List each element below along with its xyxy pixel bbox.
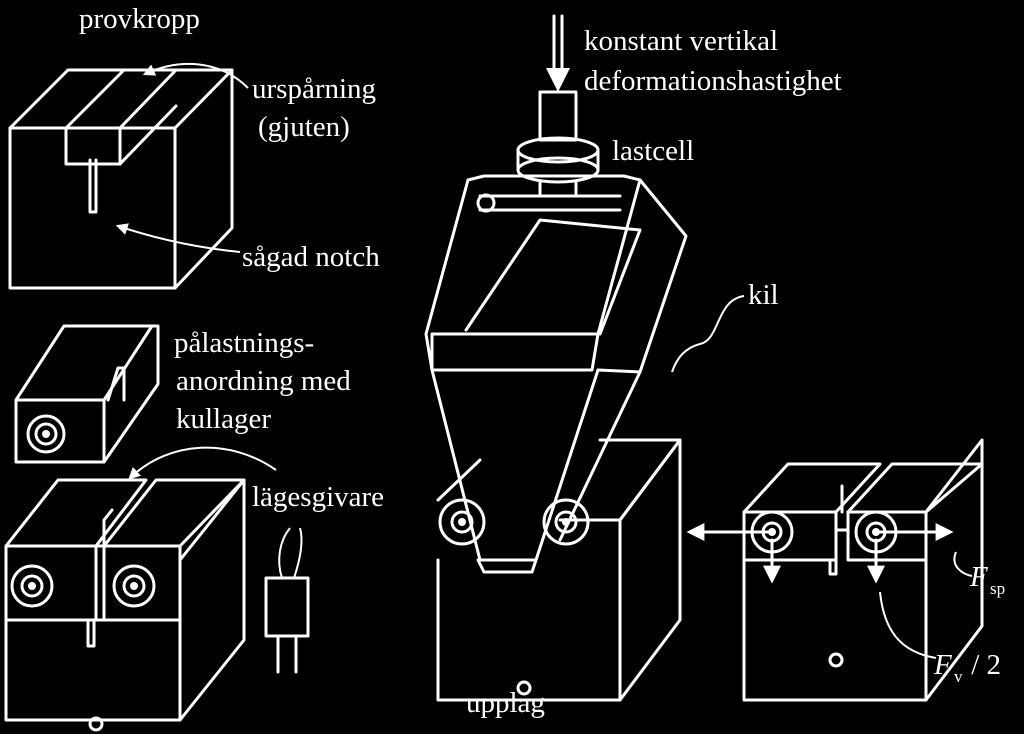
loading-device bbox=[14, 324, 160, 464]
label-fv-half: / 2 bbox=[964, 649, 1001, 681]
kil-pointer bbox=[671, 295, 745, 373]
support-block bbox=[436, 438, 682, 702]
label-fv: F bbox=[933, 649, 952, 681]
label-gjuten: (gjuten) bbox=[258, 111, 350, 143]
label-lagesgivare: lägesgivare bbox=[252, 481, 384, 513]
label-provkropp: provkropp bbox=[79, 3, 200, 35]
wedge bbox=[424, 174, 688, 574]
specimen-block bbox=[8, 68, 234, 290]
assembled-specimen bbox=[4, 478, 246, 732]
label-kullager: kullager bbox=[176, 403, 271, 435]
load-cell bbox=[516, 90, 600, 198]
load-rod bbox=[546, 14, 570, 92]
label-upplag: upplag bbox=[466, 687, 545, 719]
label-anordning-med: anordning med bbox=[176, 365, 351, 397]
label-ursparning: urspårning bbox=[252, 73, 376, 105]
label-konstant-vertikal: konstant vertikal bbox=[584, 25, 778, 57]
label-fsp: F bbox=[969, 561, 988, 593]
label-palastnings: pålastnings- bbox=[174, 327, 314, 359]
label-fsp-subscript: sp bbox=[990, 579, 1005, 598]
label-fv-subscript: v bbox=[954, 667, 963, 686]
force-arrows bbox=[686, 523, 973, 659]
position-sensor bbox=[264, 527, 310, 674]
label-kil: kil bbox=[748, 279, 779, 311]
specimen-arrows bbox=[115, 63, 249, 253]
label-deformationshastighet: deformationshastighet bbox=[584, 65, 842, 97]
label-sagad-notch: sågad notch bbox=[242, 241, 380, 273]
sensor-arrow bbox=[128, 446, 277, 480]
label-lastcell: lastcell bbox=[612, 135, 694, 167]
